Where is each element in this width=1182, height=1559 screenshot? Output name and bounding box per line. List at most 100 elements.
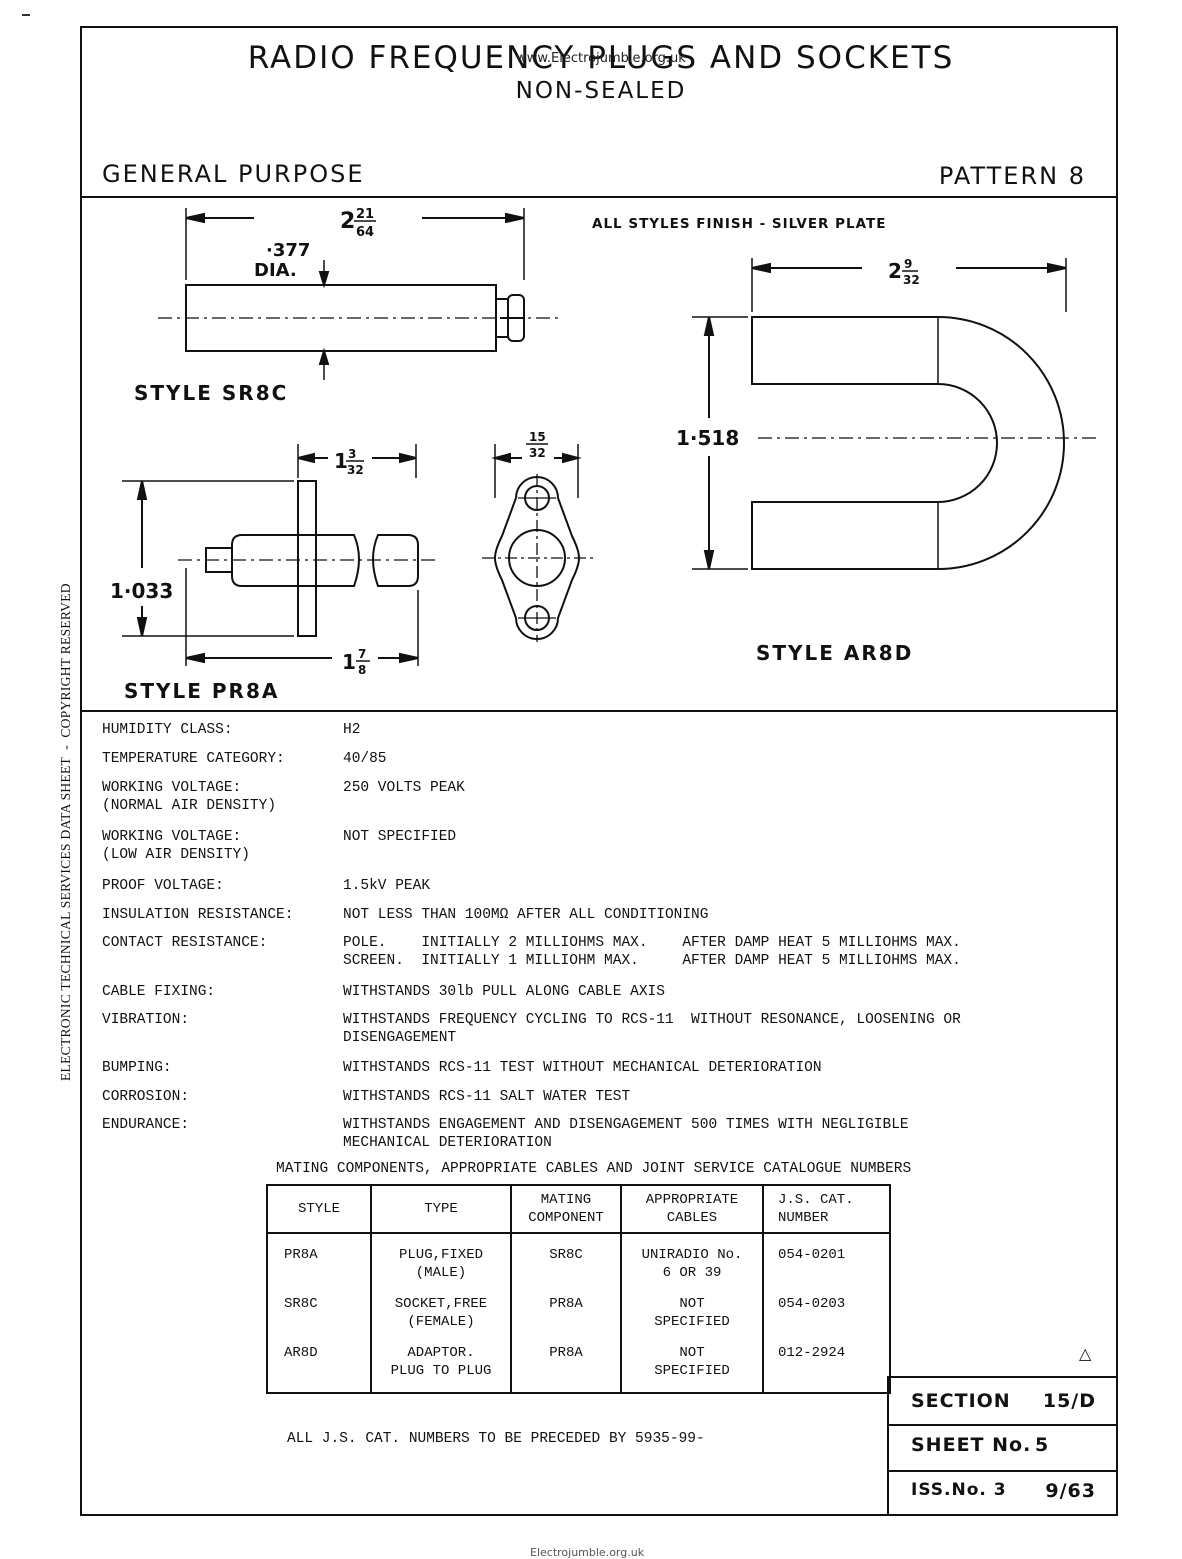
table-header-row: STYLE TYPE MATING COMPONENT APPROPRIATE … — [267, 1185, 890, 1234]
spec-label: WORKING VOLTAGE: (NORMAL AIR DENSITY) — [102, 780, 277, 814]
pr8a-top-whole: 1 — [334, 449, 348, 473]
table-cell: AR8D — [284, 1345, 318, 1361]
ar8d-width-den: 32 — [903, 273, 920, 287]
table-cell: 054-0201 — [762, 1233, 890, 1283]
spec-label: WORKING VOLTAGE: (LOW AIR DENSITY) — [102, 829, 250, 863]
data-sheet: RADIO FREQUENCY PLUGS AND SOCKETS www.El… — [80, 26, 1118, 1516]
watermark-url[interactable]: www.Electrojumble.org.uk — [516, 51, 686, 66]
spec-value: WITHSTANDS FREQUENCY CYCLING TO RCS-11 W… — [343, 1012, 961, 1046]
pr8a-side-drawing: 1 3 32 1·033 1 7 8 — [110, 444, 440, 703]
column-header: MATING COMPONENT — [510, 1185, 621, 1234]
spec-label: ENDURANCE: — [102, 1117, 190, 1133]
table-row: SR8C SOCKET,FREE (FEMALE) PR8A NOT SPECI… — [267, 1283, 890, 1332]
issue-label: ISS.No. 3 — [911, 1480, 1007, 1500]
table-cell: PR8A — [284, 1247, 318, 1263]
pr8a-flange-num: 15 — [529, 430, 546, 444]
issue-date: 9/63 — [1045, 1480, 1096, 1502]
column-header: APPROPRIATE CABLES — [620, 1185, 763, 1234]
page-subtitle: NON-SEALED — [515, 78, 687, 104]
spec-label: INSULATION RESISTANCE: — [102, 907, 294, 923]
catalogue-footnote: ALL J.S. CAT. NUMBERS TO BE PRECEDED BY … — [287, 1431, 705, 1447]
pr8a-bottom-num: 7 — [358, 647, 366, 661]
section-label: SECTION — [911, 1390, 1011, 1412]
table-cell: 012-2924 — [762, 1332, 890, 1393]
table-cell: SR8C — [510, 1233, 621, 1283]
spec-label: TEMPERATURE CATEGORY: — [102, 751, 285, 767]
side-copyright-text: ELECTRONIC TECHNICAL SERVICES DATA SHEET… — [58, 583, 73, 1081]
mating-table-title: MATING COMPONENTS, APPROPRIATE CABLES AN… — [276, 1161, 912, 1177]
spec-value: NOT LESS THAN 100MΩ AFTER ALL CONDITIONI… — [343, 907, 709, 923]
pr8a-top-den: 32 — [347, 463, 364, 477]
section-row: SECTION 15/D — [889, 1382, 1118, 1422]
mating-components-table: STYLE TYPE MATING COMPONENT APPROPRIATE … — [266, 1184, 891, 1394]
spec-label: CABLE FIXING: — [102, 984, 216, 1000]
pattern-label: PATTERN 8 — [938, 162, 1086, 190]
sr8c-drawing: 2 21 64 ·377 DIA. STYLE SR8C — [134, 207, 562, 405]
table-row: PR8A PLUG,FIXED (MALE) SR8C UNIRADIO No.… — [267, 1233, 890, 1283]
bottom-watermark: Electrojumble.org.uk — [530, 1546, 645, 1559]
table-cell: 054-0203 — [762, 1283, 890, 1332]
category-label: GENERAL PURPOSE — [102, 160, 365, 188]
style-pr8a-label: STYLE PR8A — [124, 679, 279, 703]
ar8d-drawing: 2 9 32 1·518 STYLE AR8D — [676, 257, 1098, 665]
pr8a-bottom-whole: 1 — [342, 650, 356, 674]
spec-value: WITHSTANDS 30lb PULL ALONG CABLE AXIS — [343, 984, 665, 1000]
spec-value: 250 VOLTS PEAK — [343, 780, 465, 796]
column-header: J.S. CAT. NUMBER — [762, 1185, 890, 1234]
style-sr8c-label: STYLE SR8C — [134, 381, 288, 405]
section-box: SECTION 15/D SHEET No. 5 ISS.No. 3 9/63 — [887, 1376, 1118, 1516]
spec-value: 1.5kV PEAK — [343, 878, 431, 894]
spec-value: WITHSTANDS RCS-11 TEST WITHOUT MECHANICA… — [343, 1060, 822, 1076]
sheet-label: SHEET No. — [911, 1434, 1032, 1456]
issue-row: ISS.No. 3 9/63 — [889, 1472, 1118, 1512]
spec-value: NOT SPECIFIED — [343, 829, 457, 845]
table-cell: ADAPTOR. PLUG TO PLUG — [370, 1332, 511, 1393]
pr8a-bottom-den: 8 — [358, 663, 366, 677]
pr8a-top-num: 3 — [348, 447, 356, 461]
sr8c-length-num: 21 — [356, 207, 374, 222]
spec-value: POLE. INITIALLY 2 MILLIOHMS MAX. AFTER D… — [343, 935, 961, 969]
section-value: 15/D — [1042, 1390, 1096, 1412]
spec-value: H2 — [343, 722, 361, 738]
technical-drawing: 2 21 64 ·377 DIA. STYLE SR8C ALL STYLES … — [110, 207, 1098, 703]
sr8c-dia-unit: DIA. — [254, 260, 297, 281]
ar8d-height-dim: 1·518 — [676, 426, 739, 450]
pr8a-height-dim: 1·033 — [110, 579, 173, 603]
column-header: TYPE — [370, 1185, 511, 1234]
spec-label: CONTACT RESISTANCE: — [102, 935, 268, 951]
sr8c-dia-value: ·377 — [266, 240, 310, 261]
spec-value: WITHSTANDS ENGAGEMENT AND DISENGAGEMENT … — [343, 1117, 909, 1151]
spec-label: CORROSION: — [102, 1089, 190, 1105]
sr8c-length-whole: 2 — [340, 209, 355, 234]
table-cell: PLUG,FIXED (MALE) — [370, 1233, 511, 1283]
corner-mark — [22, 14, 30, 16]
finish-note: ALL STYLES FINISH - SILVER PLATE — [592, 216, 886, 232]
ar8d-width-whole: 2 — [888, 259, 902, 283]
pr8a-flange-drawing: 15 32 — [482, 430, 594, 642]
style-ar8d-label: STYLE AR8D — [756, 641, 913, 665]
spec-label: PROOF VOLTAGE: — [102, 878, 224, 894]
divider — [889, 1470, 1118, 1472]
spec-value: WITHSTANDS RCS-11 SALT WATER TEST — [343, 1089, 631, 1105]
column-header: STYLE — [267, 1185, 371, 1234]
ar8d-width-num: 9 — [904, 257, 912, 271]
pr8a-flange-den: 32 — [529, 446, 546, 460]
divider-drawing — [82, 710, 1116, 712]
spec-label: VIBRATION: — [102, 1012, 190, 1028]
divider-header — [82, 196, 1116, 198]
table-cell: PR8A — [510, 1283, 621, 1332]
table-cell: NOT SPECIFIED — [620, 1283, 763, 1332]
page-title: RADIO FREQUENCY PLUGS AND SOCKETS — [247, 40, 955, 76]
sr8c-length-den: 64 — [356, 225, 374, 240]
sheet-value: 5 — [1035, 1434, 1050, 1456]
table-cell: SR8C — [284, 1296, 318, 1312]
sheet-row: SHEET No. 5 — [889, 1426, 1118, 1466]
table-cell: SOCKET,FREE (FEMALE) — [370, 1283, 511, 1332]
table-row: AR8D ADAPTOR. PLUG TO PLUG PR8A NOT SPEC… — [267, 1332, 890, 1393]
spec-label: BUMPING: — [102, 1060, 172, 1076]
table-cell: PR8A — [510, 1332, 621, 1393]
spec-value: 40/85 — [343, 751, 387, 767]
divider — [889, 1424, 1118, 1426]
spec-label: HUMIDITY CLASS: — [102, 722, 233, 738]
table-cell: NOT SPECIFIED — [620, 1332, 763, 1393]
